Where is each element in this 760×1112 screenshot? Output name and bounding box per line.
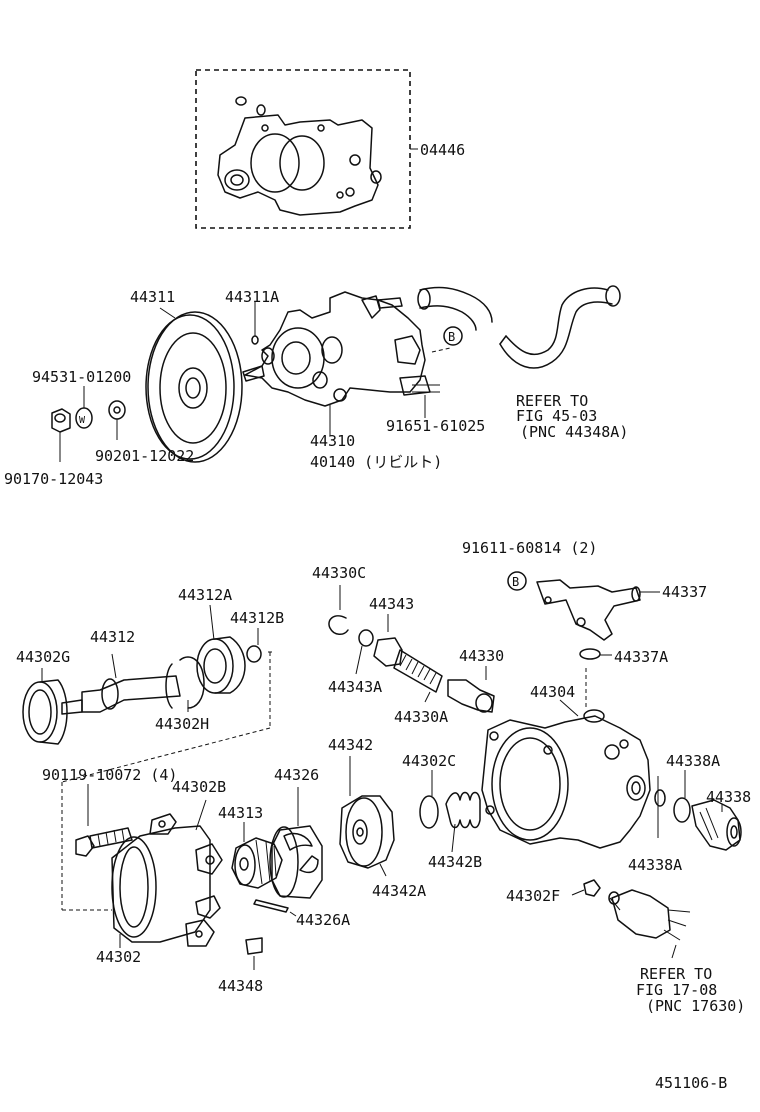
label-44312B: 44312B xyxy=(230,609,284,627)
label-44312A: 44312A xyxy=(178,586,232,604)
relief-valve-44338 xyxy=(673,770,742,851)
label-refer-1-line-3: (PNC 44348A) xyxy=(520,423,628,441)
front-housing-44302 xyxy=(62,799,223,948)
label-44330: 44330 xyxy=(459,647,504,665)
label-44330A: 44330A xyxy=(394,708,448,726)
label-44311A: 44311A xyxy=(225,288,279,306)
svg-text:W: W xyxy=(79,415,86,426)
label-91651-61025: 91651-61025 xyxy=(386,417,485,435)
label-44304: 44304 xyxy=(530,683,575,701)
label-44342: 44342 xyxy=(328,736,373,754)
spring-44342B xyxy=(445,791,481,853)
label-44348: 44348 xyxy=(218,977,263,995)
label-44310: 44310 xyxy=(310,432,355,450)
part-labels: 04446 44311 44311A 94531-01200 90201-120… xyxy=(4,141,751,1092)
label-44302C: 44302C xyxy=(402,752,456,770)
shaft-group xyxy=(22,604,272,910)
cam-ring-44326 xyxy=(253,787,323,917)
ref-b-upper xyxy=(443,326,463,346)
nut-washer-set: W xyxy=(51,386,126,462)
label-refer-2-line-2: FIG 17-08 xyxy=(636,981,717,999)
label-90201-12022: 90201-12022 xyxy=(95,447,194,465)
label-44338A-lower: 44338A xyxy=(628,856,682,874)
label-04446: 04446 xyxy=(420,141,465,159)
label-refer-1-line-2: FIG 45-03 xyxy=(516,407,597,425)
label-44342B: 44342B xyxy=(428,853,482,871)
label-44343: 44343 xyxy=(369,595,414,613)
rear-housing-44304 xyxy=(481,699,666,849)
label-ref-b-lower: B xyxy=(512,575,519,589)
union-44337 xyxy=(507,571,660,710)
bolt-90119 xyxy=(75,784,133,857)
label-refer-1-line-1: REFER TO xyxy=(516,392,588,410)
label-44326: 44326 xyxy=(274,766,319,784)
label-refer-2-line-1: REFER TO xyxy=(640,965,712,983)
label-44342A: 44342A xyxy=(372,882,426,900)
label-44311: 44311 xyxy=(130,288,175,306)
key-44348 xyxy=(245,937,263,970)
label-90119-10072: 90119-10072 (4) xyxy=(42,766,177,784)
figure-number: 451106-B xyxy=(655,1074,727,1092)
pump-assembly-44310 xyxy=(242,291,451,436)
label-44302G: 44302G xyxy=(16,648,70,666)
rotor-44313 xyxy=(231,822,283,889)
label-94531-01200: 94531-01200 xyxy=(32,368,131,386)
label-44338A-upper: 44338A xyxy=(666,752,720,770)
label-40140: 40140 (リビルト) xyxy=(310,453,442,471)
label-44312: 44312 xyxy=(90,628,135,646)
suction-hose xyxy=(417,285,621,369)
label-refer-2-line-3: (PNC 17630) xyxy=(646,997,745,1015)
label-44338: 44338 xyxy=(706,788,751,806)
gasket-kit-box xyxy=(195,69,418,229)
label-44343A: 44343A xyxy=(328,678,382,696)
label-91611-60814: 91611-60814 (2) xyxy=(462,539,597,557)
label-ref-b-upper: B xyxy=(448,330,455,344)
label-44313: 44313 xyxy=(218,804,263,822)
label-90170-12043: 90170-12043 xyxy=(4,470,103,488)
pulley-44311 xyxy=(145,307,243,463)
label-44337A: 44337A xyxy=(614,648,668,666)
flow-control-valve-group xyxy=(328,585,495,713)
label-44302: 44302 xyxy=(96,948,141,966)
pressure-plate-44342A xyxy=(339,756,439,877)
label-44302F: 44302F xyxy=(506,887,560,905)
label-44302B: 44302B xyxy=(172,778,226,796)
label-44337: 44337 xyxy=(662,583,707,601)
label-44326A: 44326A xyxy=(296,911,350,929)
pressure-switch xyxy=(583,879,691,959)
label-44302H: 44302H xyxy=(155,715,209,733)
label-44330C: 44330C xyxy=(312,564,366,582)
